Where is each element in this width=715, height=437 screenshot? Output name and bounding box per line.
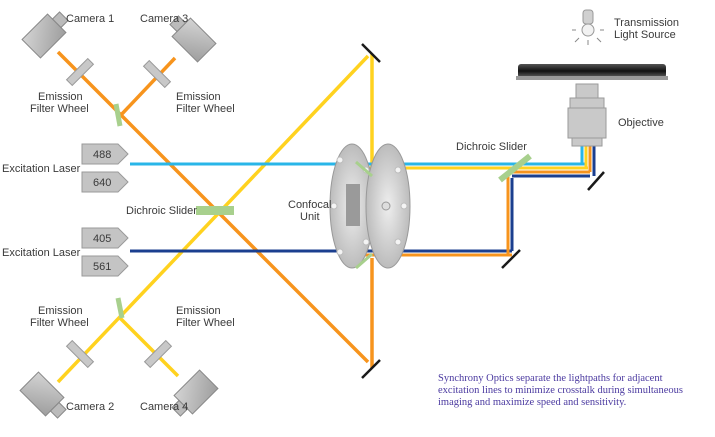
dichroic-filters — [113, 103, 532, 319]
laser-heads — [81, 143, 129, 277]
diagram-labels: Camera 1 Camera 3 Camera 2 Camera 4 Emis… — [2, 13, 682, 413]
camera-2 — [19, 371, 67, 419]
filter-wheel-label-bl: Emission Filter Wheel — [30, 305, 89, 329]
laser-head-icon — [81, 255, 129, 277]
beam-yellow-cam2 — [56, 54, 370, 384]
mirror-icon — [501, 249, 521, 269]
light-paths — [56, 50, 596, 384]
filter-wheel-icon — [142, 59, 172, 89]
laser-640-label: 640 — [93, 177, 111, 189]
filter-wheel-label-tr: Emission Filter Wheel — [176, 91, 235, 115]
laser-head-icon — [81, 171, 129, 193]
camera-3-label: Camera 3 — [140, 13, 188, 25]
mirror-icon — [587, 171, 605, 191]
laser-head-icon — [81, 143, 129, 165]
objective-icon — [567, 83, 607, 147]
camera-3 — [169, 15, 217, 63]
dichroic-slider-label-right: Dichroic Slider — [456, 141, 527, 153]
caption-text: Synchrony Optics separate the lightpaths… — [438, 373, 683, 408]
camera-1-label: Camera 1 — [66, 13, 114, 25]
confocal-unit-label: Confocal Unit — [288, 199, 334, 223]
filter-wheel-label-br: Emission Filter Wheel — [176, 305, 235, 329]
filter-wheels — [65, 57, 173, 369]
microscope — [516, 9, 668, 147]
beam-yellow-cam4 — [118, 316, 180, 378]
laser-head-icon — [81, 227, 129, 249]
filter-wheel-icon — [143, 339, 173, 369]
filter-wheel-icon — [65, 57, 95, 87]
dichroic-top-left — [113, 103, 123, 127]
dichroic-slider-center — [196, 206, 234, 215]
mirror-icon — [361, 43, 381, 63]
dichroic-slider-right — [498, 153, 532, 183]
laser-561-label: 561 — [93, 261, 111, 273]
filter-wheel-label-tl: Emission Filter Wheel — [30, 91, 89, 115]
confocal-unit — [329, 143, 411, 270]
beam-orange-cam3 — [118, 56, 177, 118]
filter-wheel-icon — [65, 339, 95, 369]
light-bulb-icon — [572, 9, 604, 45]
laser-488-label: 488 — [93, 149, 111, 161]
camera-1 — [21, 11, 69, 59]
excitation-laser-label-bottom: Excitation Laser — [2, 247, 81, 259]
transmission-light-source-label: Transmission Light Source — [614, 17, 682, 41]
mirror-icon — [361, 359, 381, 379]
camera-4 — [171, 369, 219, 417]
camera-4-label: Camera 4 — [140, 401, 188, 413]
stage-icon — [518, 64, 666, 78]
objective-label: Objective — [618, 117, 664, 129]
laser-405-label: 405 — [93, 233, 111, 245]
dichroic-bottom-left — [115, 297, 125, 319]
camera-2-label: Camera 2 — [66, 401, 114, 413]
excitation-laser-label-top: Excitation Laser — [2, 163, 81, 175]
mirrors — [361, 43, 605, 379]
dichroic-slider-label-center: Dichroic Slider — [126, 205, 197, 217]
